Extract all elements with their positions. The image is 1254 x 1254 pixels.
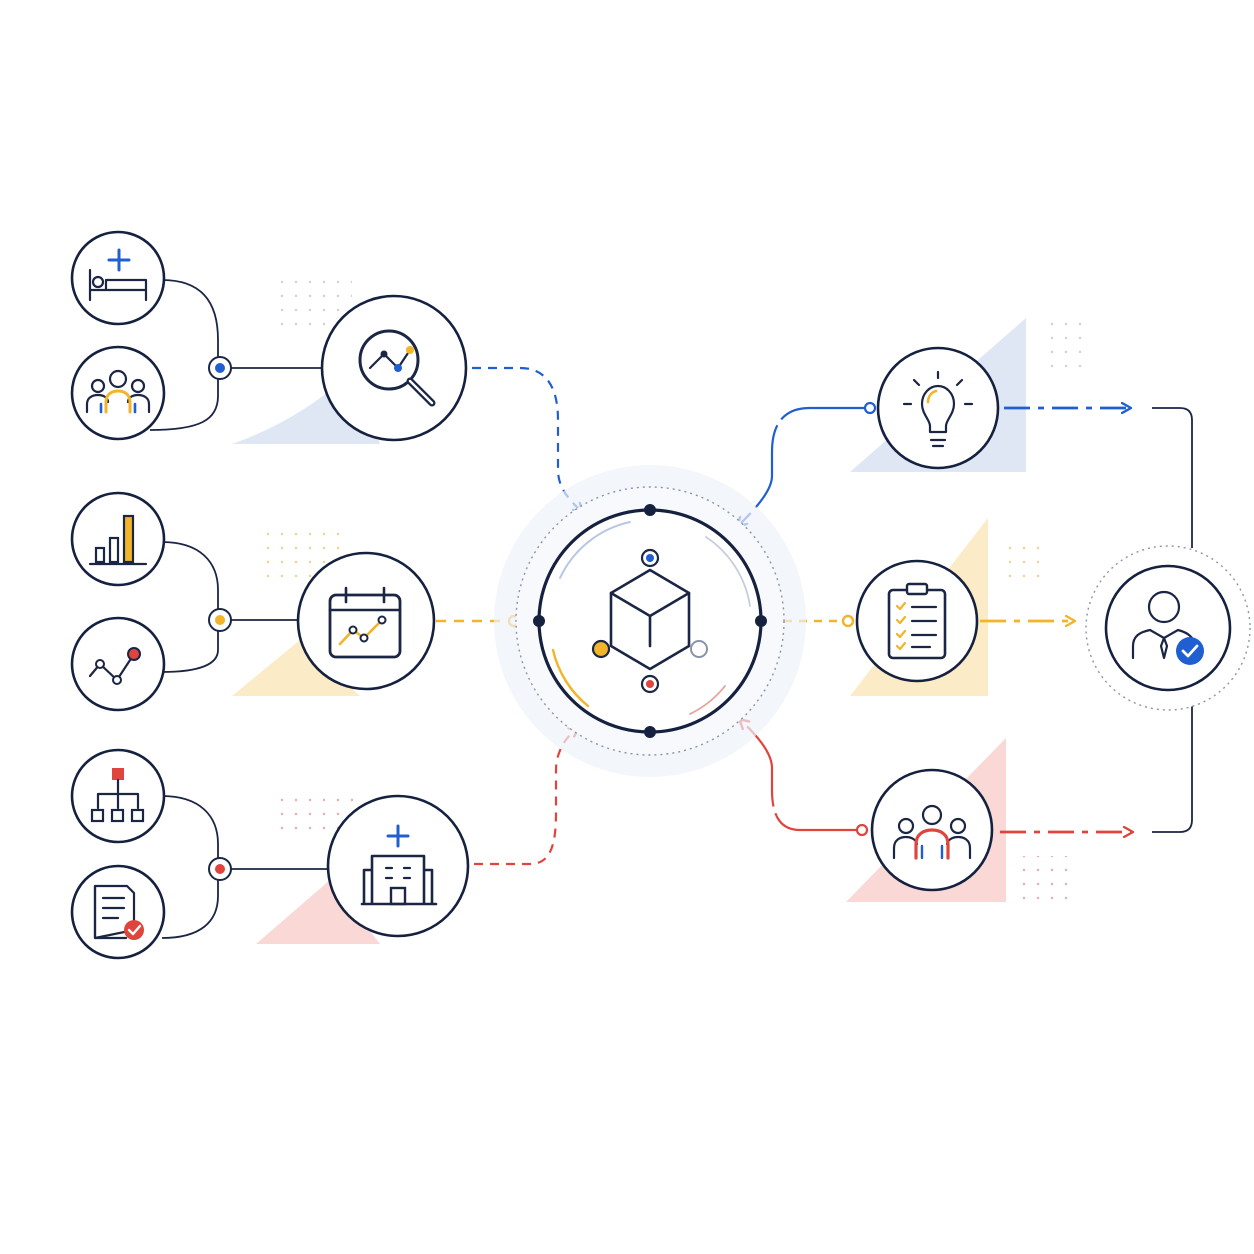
connector-hub-to-blue-output bbox=[738, 406, 866, 526]
org-hierarchy-icon bbox=[90, 768, 145, 823]
input-node-patient-group[interactable] bbox=[70, 345, 166, 441]
connector-port-blue-output bbox=[863, 401, 877, 415]
accent-triangle-yellow bbox=[232, 640, 360, 696]
connector-port-yellow-output bbox=[841, 614, 855, 628]
hub-anchor-right bbox=[755, 615, 767, 627]
input-node-org-hierarchy[interactable] bbox=[70, 748, 166, 844]
data-cube-hub-icon bbox=[591, 548, 708, 694]
junction-node-red-core bbox=[215, 864, 225, 874]
dot-grid-decoration bbox=[1022, 856, 1076, 902]
hospital-building-icon bbox=[360, 824, 438, 906]
input-node-approved-document[interactable] bbox=[70, 864, 166, 960]
central-hub[interactable] bbox=[494, 465, 806, 777]
hub-arc-yellow bbox=[551, 648, 590, 708]
destination-bracket bbox=[1152, 407, 1193, 833]
dot-grid-decoration bbox=[1006, 536, 1046, 588]
calendar-trend-icon bbox=[328, 586, 402, 659]
hospital-bed-icon bbox=[88, 248, 148, 302]
input-node-bar-chart[interactable] bbox=[70, 491, 166, 587]
hub-arc-blue bbox=[559, 521, 631, 579]
dot-grid-decoration bbox=[1040, 316, 1092, 370]
hub-arc-gray bbox=[705, 536, 751, 607]
destination-node-verified-professional[interactable] bbox=[1085, 545, 1251, 711]
junction-node-yellow-core bbox=[215, 615, 225, 625]
lightbulb-icon bbox=[902, 370, 974, 448]
output-node-care-team[interactable] bbox=[870, 768, 994, 892]
output-node-insight[interactable] bbox=[876, 346, 1000, 470]
process-node-trend-search[interactable] bbox=[320, 294, 468, 442]
patient-group-icon bbox=[85, 369, 151, 414]
output-node-checklist[interactable] bbox=[855, 559, 979, 683]
trend-search-icon bbox=[358, 329, 436, 407]
hub-anchor-top bbox=[644, 504, 656, 516]
hub-arc-red bbox=[689, 685, 726, 715]
hub-anchor-left bbox=[533, 615, 545, 627]
input-node-hospital-bed[interactable] bbox=[70, 230, 166, 326]
connector-hub-to-red-output bbox=[740, 720, 856, 832]
junction-node-blue-core bbox=[215, 363, 225, 373]
bar-chart-icon bbox=[88, 514, 148, 566]
verified-professional-icon bbox=[1131, 590, 1204, 665]
care-team-icon bbox=[892, 804, 972, 860]
connector-port-red-output bbox=[855, 823, 869, 837]
checklist-clipboard-icon bbox=[887, 582, 947, 660]
process-node-hospital-building[interactable] bbox=[326, 794, 470, 938]
hub-anchor-bottom bbox=[644, 726, 656, 738]
accent-triangle-red bbox=[256, 880, 380, 944]
line-trend-icon bbox=[88, 647, 141, 685]
approved-document-icon bbox=[93, 884, 144, 940]
process-node-calendar-trend[interactable] bbox=[296, 551, 436, 691]
input-node-line-trend[interactable] bbox=[70, 616, 166, 712]
